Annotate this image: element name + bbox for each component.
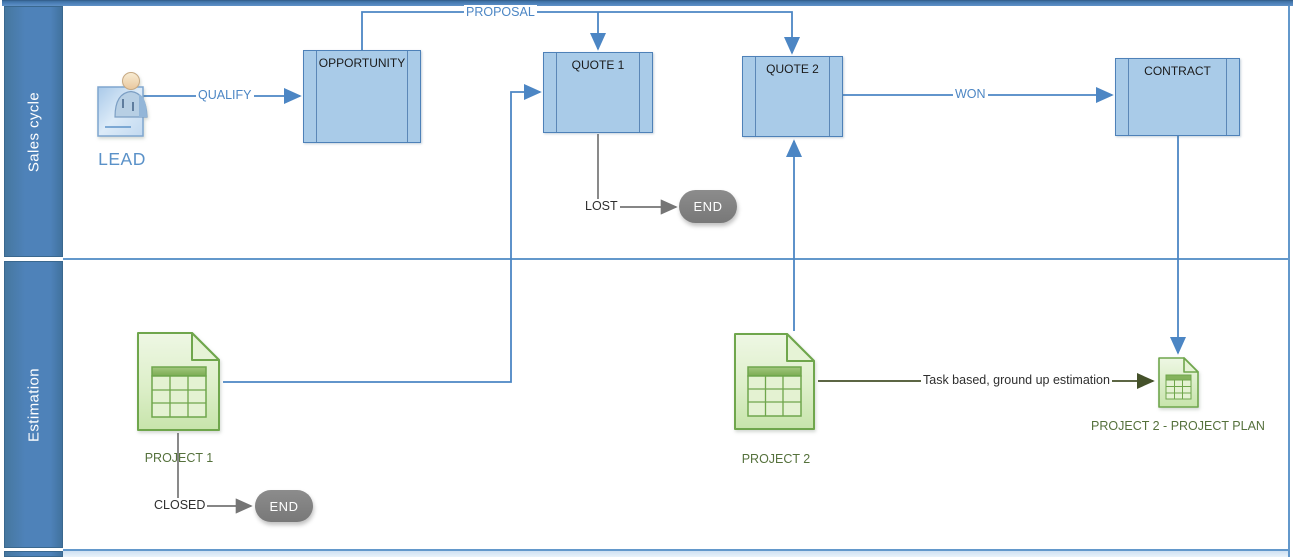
subprocess-contract: CONTRACT [1115,58,1240,136]
edge-closed [177,433,253,514]
opportunity-label: OPPORTUNITY [318,56,406,70]
project2-plan-label: PROJECT 2 - PROJECT PLAN [1091,419,1265,433]
lane-partial-body [63,551,1288,557]
project1-label: PROJECT 1 [144,451,214,465]
edge-proposal [361,11,801,55]
project2-label: PROJECT 2 [741,452,811,466]
frame-top-bar [2,0,1293,6]
subprocess-opportunity: OPPORTUNITY [303,50,421,143]
end-terminator-estimation: END [255,490,313,522]
subprocess-quote2: QUOTE 2 [742,56,843,137]
lane-divider-1 [63,258,1290,260]
subprocess-quote1: QUOTE 1 [543,52,653,133]
project1-document-icon [135,330,223,433]
lead-label: LEAD [98,149,146,169]
edge-project1-to-quote1 [223,83,542,383]
contract-label: CONTRACT [1144,64,1211,78]
edge-label-qualify: QUALIFY [196,88,254,103]
lane-header-sales-cycle: Sales cycle [4,6,63,257]
edge-label-lost: LOST [583,199,620,214]
quote1-label: QUOTE 1 [571,58,625,72]
lead-person-icon [94,70,150,138]
lane-divider-2 [63,549,1290,551]
lane-header-estimation: Estimation [4,261,63,548]
edge-label-won: WON [953,87,988,102]
end-terminator-sales: END [679,190,737,223]
quote2-label: QUOTE 2 [766,62,819,76]
edge-lost [597,134,678,215]
edge-label-closed: CLOSED [152,498,208,513]
project-plan-document-icon [1157,356,1201,409]
frame-right-border [1288,6,1290,557]
edge-label-task-based: Task based, ground up estimation [921,373,1112,388]
edge-label-proposal: PROPOSAL [464,5,537,20]
project2-document-icon [732,331,818,432]
